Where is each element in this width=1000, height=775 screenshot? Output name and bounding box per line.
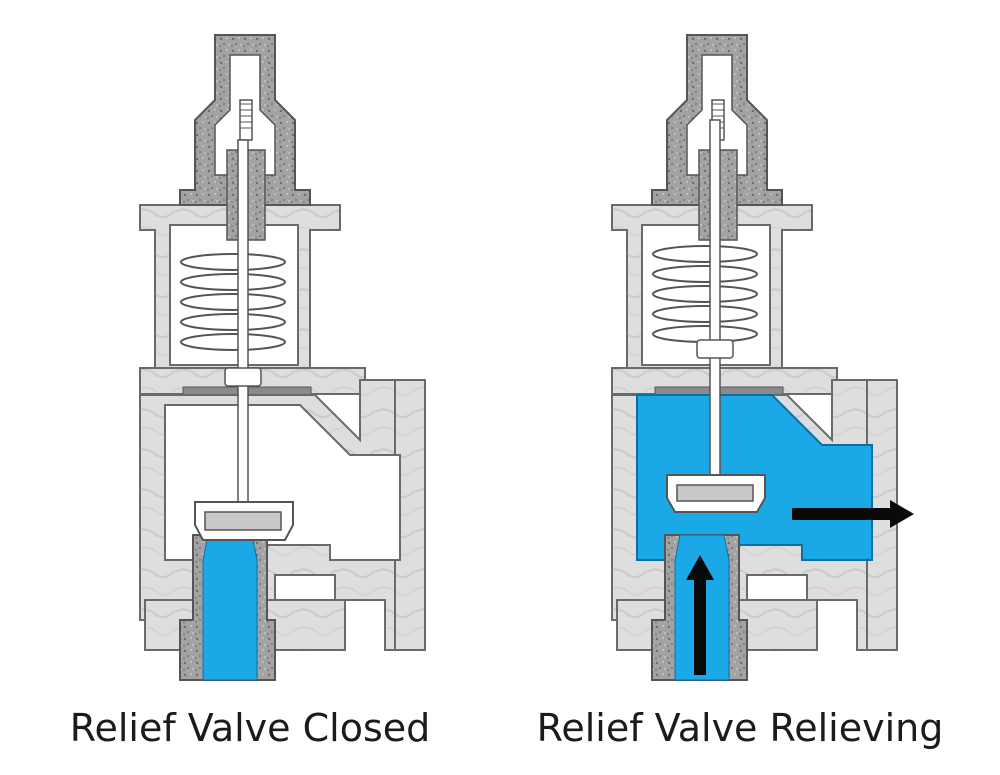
spindle-collar-closed — [224, 367, 262, 387]
spindle-closed — [237, 139, 249, 506]
inlet-flow-arrow — [686, 555, 714, 675]
valve-relieving — [611, 34, 914, 681]
caption-closed: Relief Valve Closed — [69, 706, 431, 750]
disc-face-closed — [204, 511, 282, 531]
caption-relieving: Relief Valve Relieving — [536, 706, 944, 750]
disc-face-relieving — [676, 484, 754, 502]
spindle-relieving — [709, 119, 721, 481]
outlet-flow-arrow — [792, 500, 914, 528]
relief-valve-diagram — [139, 34, 914, 681]
inlet-fluid-closed — [202, 534, 258, 681]
spindle-collar-relieving — [696, 339, 734, 359]
valve-closed — [139, 34, 426, 681]
